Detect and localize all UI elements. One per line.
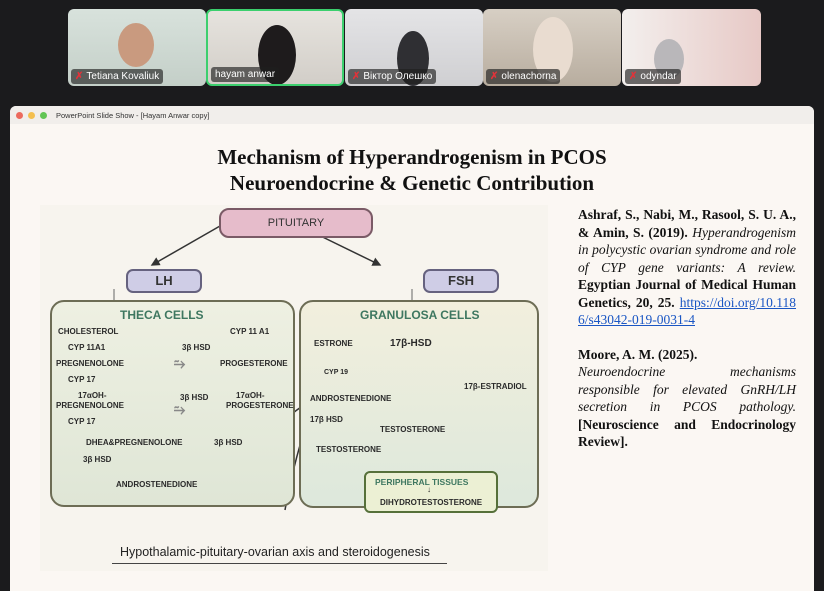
label: 3β HSD [83,455,112,464]
ref-journal: Egyptian Journal of Medical Human Geneti… [578,277,796,310]
label: 3β HSD [214,438,243,447]
video-tile[interactable]: ✗olenachorna [483,9,621,86]
fsh-box: FSH [423,269,499,293]
participant-name: olenachorna [501,71,557,82]
label: DIHYDROTESTOSTERONE [380,498,483,507]
label: CYP 17 [68,375,96,384]
label: 17αOH- [78,391,107,400]
doi-link[interactable]: https://doi.org/10.1186/s43042-019-0031-… [578,294,796,328]
label: TESTOSTERONE [380,425,446,434]
window-titlebar: PowerPoint Slide Show - [Hayam Anwar cop… [10,106,814,124]
label: CYP 11 A1 [230,327,270,336]
arrow-down-icon: ↓ [427,485,431,494]
theca-header: THECA CELLS [120,308,204,322]
participant-name: odyndar [640,71,677,82]
slideshow-window: PowerPoint Slide Show - [Hayam Anwar cop… [10,106,814,591]
granulosa-header: GRANULOSA CELLS [360,308,480,322]
label: PROGESTERONE [226,401,294,410]
label: 3β HSD [182,343,211,352]
lh-box: LH [126,269,202,293]
participant-name: hayam anwar [215,69,276,80]
label: 17β-HSD [390,338,432,349]
label: 17αOH- [236,391,265,400]
label: 3β HSD [180,393,209,402]
minimize-button[interactable] [28,111,35,119]
label: CYP 17 [68,417,96,426]
label: ESTRONE [314,339,353,348]
video-tile[interactable]: ✗Tetiana Kovaliuk [68,9,206,86]
video-tile[interactable]: ✗odyndar [622,9,761,86]
steroidogenesis-diagram: PITUITARY LH FSH THECA CELLS CHOLESTEROL… [40,205,548,571]
video-tile-active[interactable]: hayam anwar [206,9,344,86]
conversion-arrow-icon: ⥲ [174,401,186,417]
mic-muted-icon: ✗ [352,71,361,82]
references: Ashraf, S., Nabi, M., Rasool, S. U. A., … [578,206,796,451]
ref-authors: Ashraf, S., Nabi, M., Rasool, S. U. A., … [578,207,796,240]
label: CYP 11A1 [68,343,106,352]
label: 17β HSD [310,415,343,424]
reference-1: Ashraf, S., Nabi, M., Rasool, S. U. A., … [578,206,796,329]
video-tile[interactable]: ✗Віктор Олешко [345,9,483,86]
close-button[interactable] [16,111,23,119]
label: PERIPHERAL TISSUES [375,477,469,487]
slide-title: Mechanism of Hyperandrogenism in PCOS Ne… [217,145,607,195]
label: CYP 19 [324,369,348,376]
label: CHOLESTEROL [58,327,119,336]
conversion-arrow-icon: ⥲ [174,355,186,371]
ref-title: Hyperandrogenism in polycystic ovarian s… [578,224,796,275]
participant-name: Tetiana Kovaliuk [86,71,160,82]
mic-muted-icon: ✗ [75,71,84,82]
label: PROGESTERONE [220,359,288,368]
caption-underline [112,563,447,564]
ref-journal: [Neuroscience and Endocrinology Review]. [578,416,796,450]
reference-2: Moore, A. M. (2025). Neuroendocrine mech… [578,346,796,451]
participant-video [118,23,154,67]
maximize-button[interactable] [40,111,47,119]
label: PREGNENOLONE [56,359,125,368]
label: ANDROSTENEDIONE [310,394,392,403]
peripheral-tissues-box [364,471,498,513]
label: DHEA&PREGNENOLONE [86,438,183,447]
participant-name: Віктор Олешко [363,71,433,82]
label: 17β-ESTRADIOL [464,382,527,391]
mic-muted-icon: ✗ [629,71,638,82]
diagram-caption: Hypothalamic-pituitary-ovarian axis and … [120,545,430,559]
pituitary-box: PITUITARY [219,208,373,238]
window-title: PowerPoint Slide Show - [Hayam Anwar cop… [56,110,210,120]
mic-muted-icon: ✗ [490,71,499,82]
label: TESTOSTERONE [316,445,382,454]
label: PREGNENOLONE [56,401,125,410]
ref-title: Neuroendocrine mechanisms responsible fo… [578,364,796,414]
label: ANDROSTENEDIONE [116,480,198,489]
theca-cells-box [50,300,295,507]
ref-authors: Moore, A. M. (2025). [578,346,698,362]
